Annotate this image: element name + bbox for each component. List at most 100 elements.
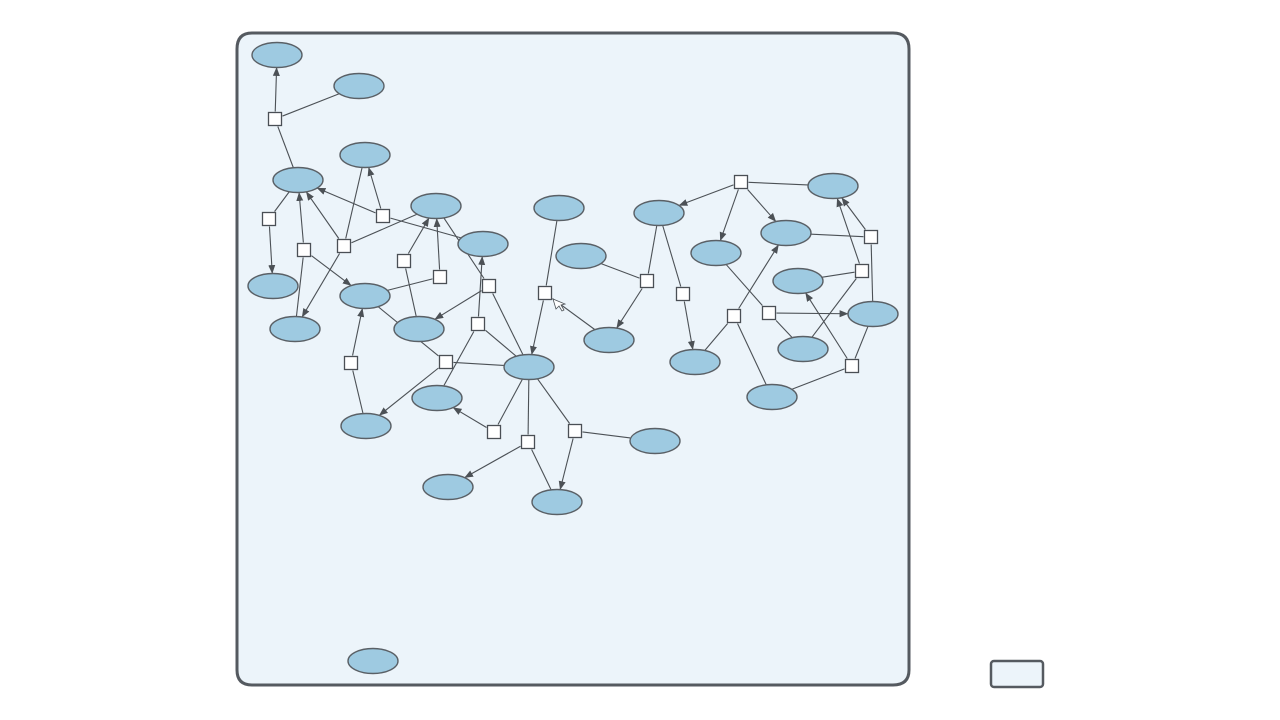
substrate-edge[interactable] <box>647 225 658 274</box>
reaction-node[interactable] <box>336 238 352 254</box>
product-arrow[interactable] <box>464 445 521 478</box>
product-arrow[interactable] <box>719 189 739 242</box>
reaction-node[interactable] <box>726 308 742 324</box>
reaction-node[interactable] <box>481 278 497 294</box>
species-node[interactable] <box>411 384 463 412</box>
species-node[interactable] <box>247 272 299 300</box>
product-arrow[interactable] <box>433 218 441 270</box>
substrate-edge[interactable] <box>274 191 290 212</box>
reaction-node[interactable] <box>863 229 879 245</box>
substrate-edge[interactable] <box>531 449 552 490</box>
species-node[interactable] <box>669 348 721 376</box>
reaction-node[interactable] <box>343 355 359 371</box>
substrate-edge[interactable] <box>537 378 571 424</box>
substrate-edge[interactable] <box>295 257 304 317</box>
product-arrow[interactable] <box>841 197 866 230</box>
species-node[interactable] <box>503 353 555 381</box>
substrate-edge[interactable] <box>748 181 808 186</box>
reaction-node[interactable] <box>470 316 486 332</box>
species-node[interactable] <box>533 194 585 222</box>
species-node[interactable] <box>772 267 824 295</box>
substrate-edge[interactable] <box>453 361 504 367</box>
reaction-node[interactable] <box>267 111 283 127</box>
substrate-edge[interactable] <box>870 244 874 302</box>
product-arrow[interactable] <box>776 310 849 318</box>
product-arrow[interactable] <box>268 226 276 274</box>
substrate-edge[interactable] <box>527 379 530 435</box>
product-arrow[interactable] <box>296 192 304 243</box>
species-node[interactable] <box>339 282 391 310</box>
empty-compartment[interactable] <box>989 659 1045 689</box>
substrate-edge[interactable] <box>737 323 767 385</box>
reaction-node[interactable] <box>537 285 553 301</box>
substrate-edge[interactable] <box>405 268 417 317</box>
substrate-edge[interactable] <box>352 370 364 414</box>
species-node[interactable] <box>340 412 392 440</box>
substrate-edge[interactable] <box>792 368 845 390</box>
substrate-edge[interactable] <box>704 323 729 351</box>
reaction-node[interactable] <box>261 211 277 227</box>
product-arrow[interactable] <box>678 184 734 206</box>
species-node[interactable] <box>422 473 474 501</box>
substrate-edge[interactable] <box>443 331 475 386</box>
substrate-edge[interactable] <box>351 213 417 244</box>
species-node[interactable] <box>347 647 399 675</box>
species-node[interactable] <box>807 172 859 200</box>
reaction-node[interactable] <box>639 273 655 289</box>
product-arrow[interactable] <box>306 191 340 239</box>
product-arrow[interactable] <box>805 292 848 359</box>
reaction-node[interactable] <box>675 286 691 302</box>
species-node[interactable] <box>339 141 391 169</box>
species-node[interactable] <box>629 427 681 455</box>
product-arrow[interactable] <box>301 253 341 318</box>
substrate-edge[interactable] <box>582 431 631 439</box>
species-node[interactable] <box>777 335 829 363</box>
reaction-node[interactable] <box>520 434 536 450</box>
species-node[interactable] <box>457 230 509 258</box>
substrate-edge[interactable] <box>497 379 523 425</box>
substrate-edge[interactable] <box>854 326 869 359</box>
species-node[interactable] <box>760 219 812 247</box>
species-node[interactable] <box>847 300 899 328</box>
substrate-edge[interactable] <box>822 271 855 278</box>
reaction-node[interactable] <box>438 354 454 370</box>
product-arrow[interactable] <box>683 301 695 350</box>
reaction-node[interactable] <box>486 424 502 440</box>
product-arrow[interactable] <box>738 244 779 309</box>
reaction-node[interactable] <box>432 269 448 285</box>
species-node[interactable] <box>272 166 324 194</box>
product-arrow[interactable] <box>616 288 643 329</box>
species-node[interactable] <box>393 315 445 343</box>
species-node[interactable] <box>251 41 303 69</box>
substrate-edge[interactable] <box>485 329 517 357</box>
substrate-edge[interactable] <box>601 263 640 279</box>
substrate-edge[interactable] <box>282 93 340 117</box>
species-node[interactable] <box>583 326 635 354</box>
product-arrow[interactable] <box>311 255 352 286</box>
product-arrow[interactable] <box>530 300 544 355</box>
product-arrow[interactable] <box>434 290 482 320</box>
species-node[interactable] <box>690 239 742 267</box>
substrate-edge[interactable] <box>277 126 294 168</box>
reaction-node[interactable] <box>761 305 777 321</box>
product-arrow[interactable] <box>477 256 486 317</box>
compartment[interactable] <box>235 31 911 687</box>
species-node[interactable] <box>333 72 385 100</box>
substrate-edge[interactable] <box>811 278 857 338</box>
product-arrow[interactable] <box>352 308 365 356</box>
substrate-edge[interactable] <box>726 264 763 306</box>
species-node[interactable] <box>633 199 685 227</box>
substrate-edge[interactable] <box>662 225 682 287</box>
product-arrow[interactable] <box>367 167 382 209</box>
product-arrow[interactable] <box>378 367 439 416</box>
substrate-edge[interactable] <box>387 278 433 291</box>
species-node[interactable] <box>531 488 583 516</box>
substrate-edge[interactable] <box>492 293 524 355</box>
species-node[interactable] <box>269 315 321 343</box>
reaction-node[interactable] <box>296 242 312 258</box>
product-arrow[interactable] <box>452 407 487 428</box>
product-arrow[interactable] <box>407 217 430 254</box>
reaction-node[interactable] <box>375 208 391 224</box>
reaction-node[interactable] <box>396 253 412 269</box>
substrate-edge[interactable] <box>390 217 461 239</box>
